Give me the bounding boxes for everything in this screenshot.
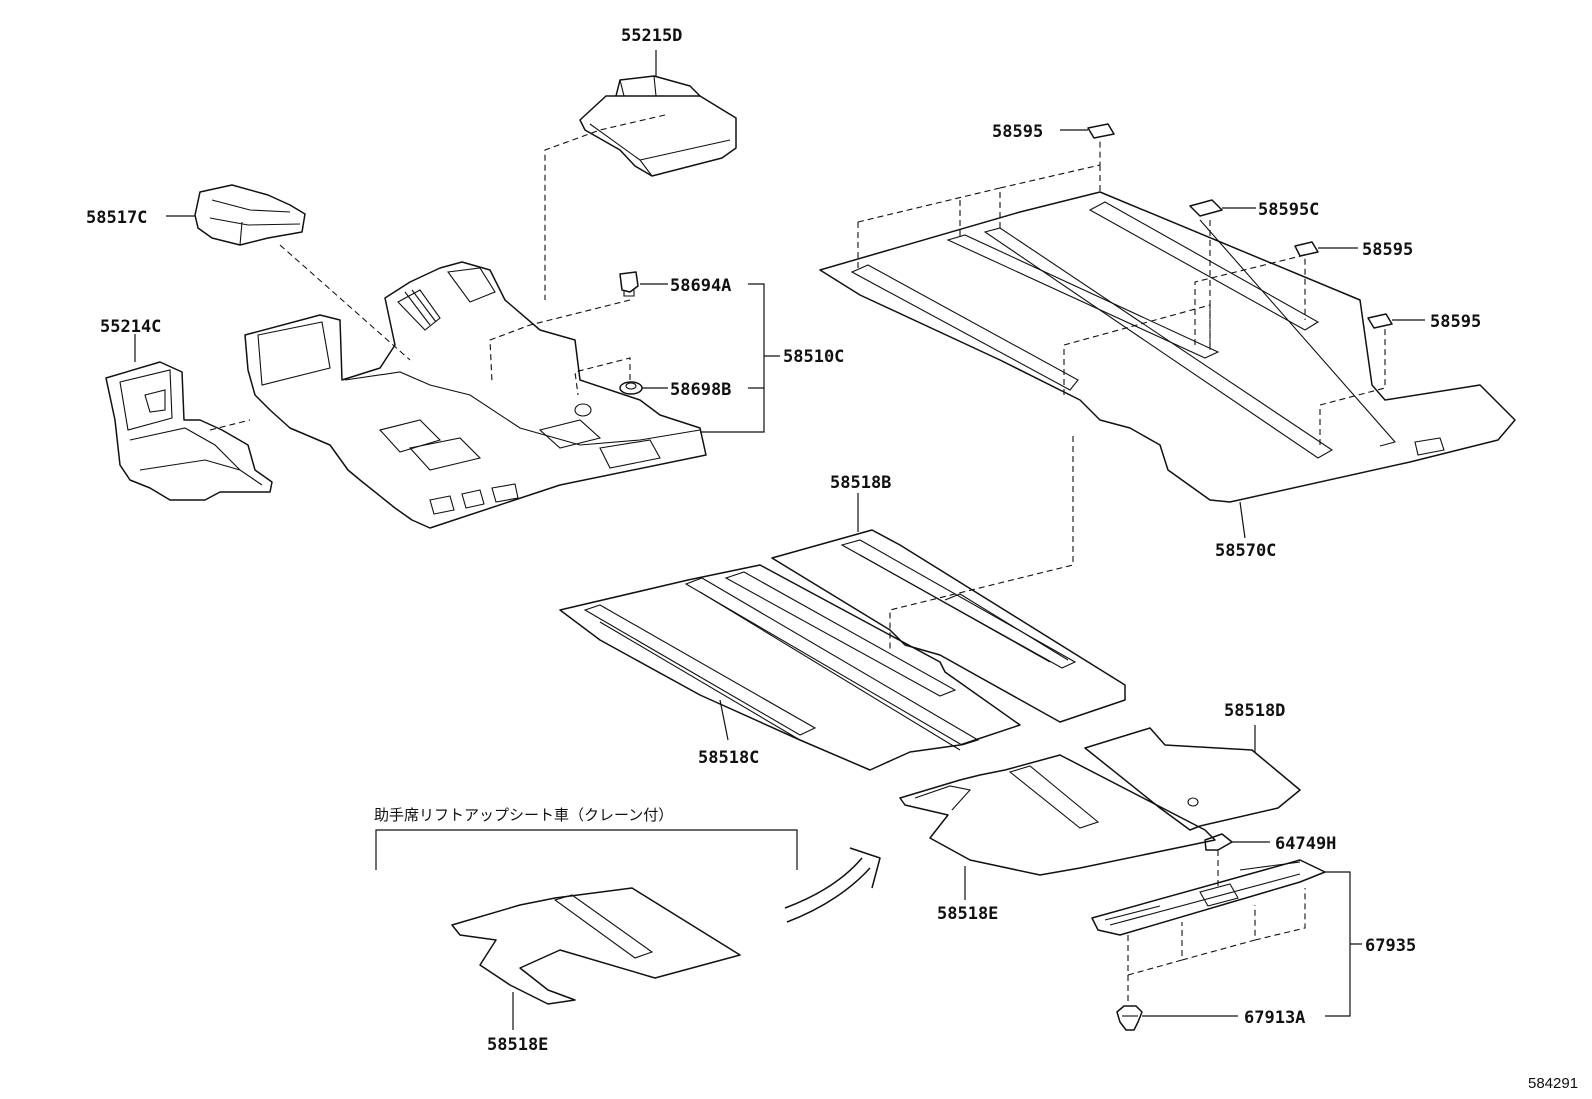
label-64749H: 64749H <box>1275 834 1336 854</box>
part-58518D-drawing <box>1084 727 1301 831</box>
part-58518C-drawing <box>559 564 1021 771</box>
label-58510C: 58510C <box>783 347 844 367</box>
part-67913A-drawing <box>1116 1005 1143 1031</box>
variant-arrow <box>784 847 881 923</box>
label-55214C: 55214C <box>100 317 161 337</box>
label-67913A: 67913A <box>1244 1008 1305 1028</box>
variant-note: 助手席リフトアップシート車（クレーン付） <box>374 806 673 824</box>
part-64749H-drawing <box>1204 833 1233 851</box>
label-55215D: 55215D <box>621 26 682 46</box>
part-58518E-alt-drawing <box>451 887 741 1005</box>
label-67935: 67935 <box>1365 936 1416 956</box>
label-58595-mid: 58595 <box>1362 240 1413 260</box>
label-58694A: 58694A <box>670 276 731 296</box>
part-58518E-main-drawing <box>899 754 1216 876</box>
part-58694A-drawing <box>619 271 639 297</box>
label-58595C: 58595C <box>1258 200 1319 220</box>
label-58698B: 58698B <box>670 380 731 400</box>
label-58595-top: 58595 <box>992 122 1043 142</box>
label-58518C: 58518C <box>698 748 759 768</box>
part-55215D-drawing <box>579 75 737 177</box>
part-58518B-drawing <box>771 529 1126 723</box>
part-58698B-drawing <box>619 381 643 395</box>
label-58518D: 58518D <box>1224 701 1285 721</box>
label-58595-right: 58595 <box>1430 312 1481 332</box>
part-55214C-drawing <box>105 361 273 501</box>
label-58570C: 58570C <box>1215 541 1276 561</box>
label-58518B: 58518B <box>830 473 891 493</box>
variant-bracket <box>375 829 798 870</box>
label-58517C: 58517C <box>86 208 147 228</box>
part-58517C-drawing <box>194 184 306 246</box>
part-58570C-drawing <box>819 191 1516 503</box>
label-58518E-alt: 58518E <box>487 1035 548 1055</box>
label-58518E-main: 58518E <box>937 904 998 924</box>
part-58595-clip-drawings <box>1087 123 1393 329</box>
part-67935-drawing <box>1091 859 1326 936</box>
diagram-reference-number: 584291 <box>1528 1075 1578 1092</box>
part-58510C-drawing <box>244 261 707 529</box>
